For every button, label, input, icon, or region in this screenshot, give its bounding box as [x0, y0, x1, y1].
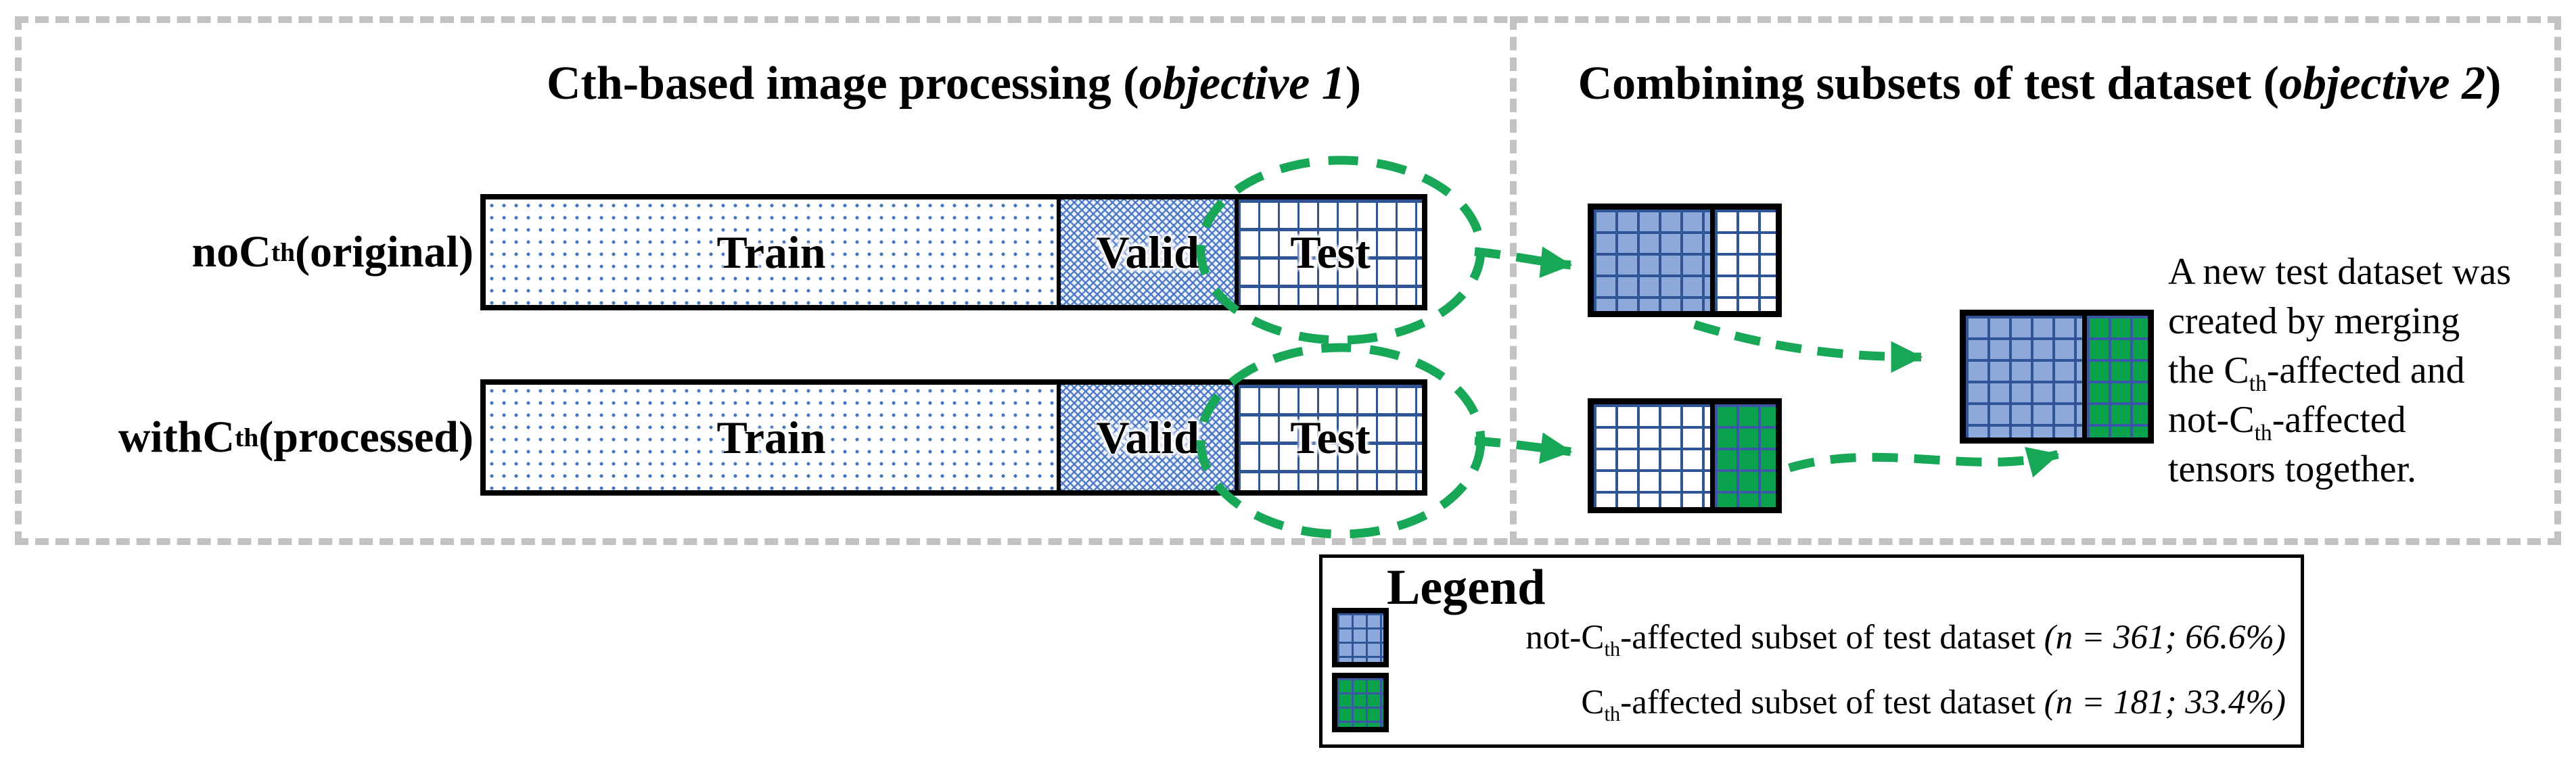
legend-box: Legend not-Cth-affected subset of test d… [1319, 554, 2304, 748]
left-title-text: Cth-based image processing ( [546, 57, 1139, 110]
note-sub: th [2254, 421, 2272, 446]
note-text: not-C [2168, 399, 2255, 441]
row-label-nocth-post: (original) [295, 227, 474, 277]
cth-affected-placeholder-subset [1710, 210, 1776, 311]
train-segment-label: Train [716, 226, 826, 278]
merge-note-line: A new test dataset was [2168, 247, 2564, 297]
merge-note-line: created by merging [2168, 297, 2564, 346]
test-segment-label: Test [1290, 226, 1371, 278]
merge-note-line: tensors together. [2168, 445, 2564, 494]
legend-text-pre: not-C [1525, 619, 1605, 657]
valid-segment: Valid [1057, 199, 1235, 305]
merge-note-line: not-Cth-affected [2168, 396, 2564, 445]
merge-note: A new test dataset was created by mergin… [2168, 247, 2564, 494]
note-text: created by merging [2168, 300, 2460, 342]
row-label-withcth-post: (processed) [258, 412, 474, 462]
legend-text-stat: (n = 361; 66.6%) [2044, 619, 2286, 657]
dataset-bar-withcth: Train Valid Test [480, 379, 1427, 496]
not-cth-affected-subset [1594, 210, 1711, 311]
cth-affected-subset [1710, 404, 1776, 507]
legend-text-post: -affected subset of test dataset [1620, 619, 2044, 657]
note-sub: th [2249, 371, 2267, 397]
left-panel-title: Cth-based image processing (objective 1) [480, 57, 1427, 112]
test-subsets-block-nocth [1588, 204, 1782, 317]
cth-affected-swatch [1332, 673, 1389, 732]
outer-dashed-border [15, 16, 2561, 545]
test-segment: Test [1235, 199, 1422, 305]
legend-text-post: -affected subset of test dataset [1620, 684, 2044, 721]
train-segment-label: Train [716, 411, 826, 463]
note-text: the C [2168, 350, 2249, 391]
right-title-text: Combining subsets of test dataset ( [1578, 57, 2279, 110]
note-text: -affected [2272, 399, 2406, 441]
test-segment: Test [1235, 385, 1422, 490]
left-title-objective: objective 1 [1138, 57, 1346, 110]
legend-text-stat: (n = 181; 33.4%) [2044, 684, 2286, 721]
merged-not-cth-affected-part [1966, 316, 2083, 437]
note-text: tensors together. [2168, 448, 2417, 490]
legend-item-text: Cth-affected subset of test dataset (n =… [1581, 683, 2286, 724]
right-title-close: ) [2485, 57, 2502, 110]
right-panel-title: Combining subsets of test dataset (objec… [1522, 57, 2557, 112]
legend-text-sub: th [1604, 638, 1621, 661]
legend-item-cth: Cth-affected subset of test dataset (n =… [1332, 671, 2286, 734]
test-subsets-block-withcth [1588, 398, 1782, 513]
merge-note-line: the Cth-affected and [2168, 346, 2564, 396]
legend-item-text: not-Cth-affected subset of test dataset … [1525, 618, 2286, 659]
legend-text-sub: th [1604, 703, 1621, 726]
not-cth-affected-placeholder-subset [1594, 404, 1711, 507]
train-segment: Train [486, 385, 1057, 490]
legend-title: Legend [1387, 560, 1546, 615]
row-label-nocth-pre: noC [191, 227, 271, 277]
valid-segment-label: Valid [1096, 411, 1199, 463]
valid-segment-label: Valid [1096, 226, 1199, 278]
panel-divider [1510, 16, 1517, 545]
right-title-objective: objective 2 [2279, 57, 2486, 110]
left-title-close: ) [1345, 57, 1362, 110]
test-segment-label: Test [1290, 411, 1371, 463]
legend-item-not-cth: not-Cth-affected subset of test dataset … [1332, 607, 2286, 669]
train-segment: Train [486, 199, 1057, 305]
dataset-bar-nocth: Train Valid Test [480, 194, 1427, 310]
note-text: A new test dataset was [2168, 251, 2511, 293]
note-text: -affected and [2266, 350, 2465, 391]
merged-test-dataset-block [1960, 310, 2154, 444]
legend-text-pre: C [1581, 684, 1605, 721]
row-label-withcth-pre: withC [118, 412, 235, 462]
merged-cth-affected-part [2082, 316, 2148, 437]
valid-segment: Valid [1057, 385, 1235, 490]
not-cth-affected-swatch [1332, 608, 1389, 667]
